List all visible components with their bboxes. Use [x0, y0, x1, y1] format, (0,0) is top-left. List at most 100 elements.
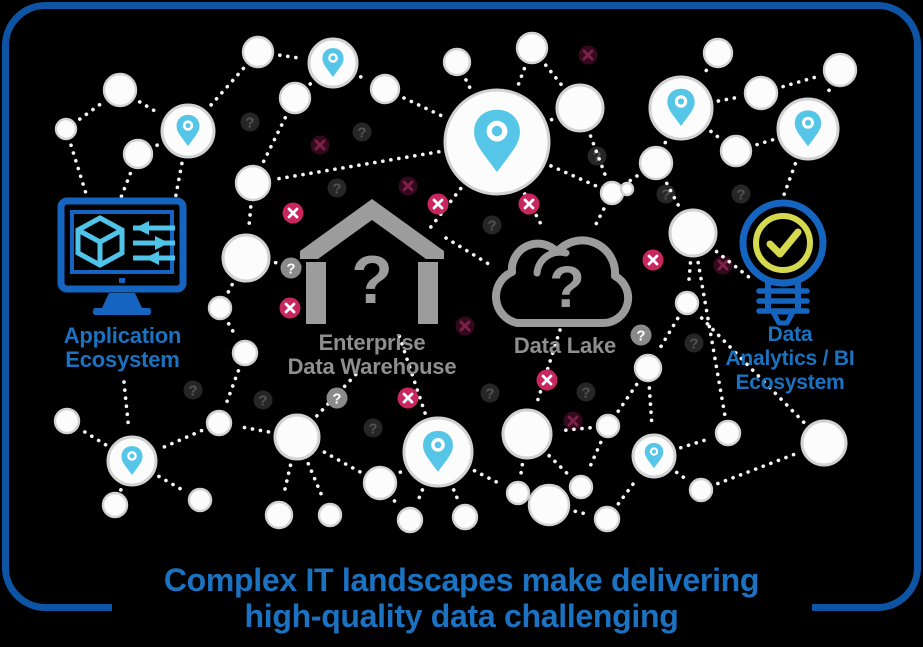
network-edge — [235, 424, 271, 434]
network-edge — [81, 429, 108, 447]
network-node — [599, 180, 625, 206]
error-badge-faded — [578, 45, 598, 65]
network-node-pin — [402, 416, 474, 488]
network-node-pin — [307, 37, 359, 89]
network-edge — [686, 261, 693, 287]
network-node-pin — [106, 435, 158, 487]
network-node — [369, 73, 401, 105]
checkmark-icon — [766, 228, 802, 258]
error-badge-faded — [398, 176, 418, 196]
svg-text:?: ? — [736, 187, 745, 204]
error-badge — [397, 387, 419, 409]
network-node — [317, 502, 343, 528]
network-edge — [696, 260, 727, 417]
network-edge — [547, 453, 570, 477]
network-edge — [549, 164, 598, 188]
bi-ecosystem-label: Data Analytics / BI Ecosystem — [725, 323, 855, 394]
network-edge — [714, 249, 752, 280]
error-badge — [279, 297, 301, 319]
network-edge — [173, 161, 184, 202]
warehouse-question-glyph: ? — [351, 242, 393, 318]
question-badge: ? — [280, 257, 302, 279]
network-node — [122, 138, 154, 170]
network-edge — [77, 101, 104, 121]
network-node — [264, 500, 294, 530]
network-edge — [226, 321, 238, 339]
network-node — [451, 503, 479, 531]
network-edge — [308, 81, 313, 86]
network-edge — [678, 436, 712, 450]
warehouse-roof-icon — [300, 199, 444, 259]
network-edge — [398, 469, 404, 474]
network-edge — [674, 470, 689, 482]
network-node — [638, 145, 674, 181]
svg-text:?: ? — [592, 149, 601, 166]
sliders-icon — [133, 221, 175, 265]
location-pin-icon — [121, 446, 143, 475]
network-node — [515, 31, 549, 65]
network-node — [668, 208, 718, 258]
svg-text:?: ? — [689, 336, 698, 353]
network-edge — [543, 63, 564, 87]
network-edge — [158, 428, 204, 451]
network-edge — [823, 88, 831, 99]
network-edge — [402, 96, 446, 119]
network-node — [719, 134, 753, 168]
network-edge — [415, 488, 425, 505]
network-edge — [647, 386, 654, 430]
network-edge — [69, 143, 90, 202]
network-edge — [281, 463, 293, 498]
network-edge — [515, 66, 527, 89]
network-edge — [320, 449, 362, 474]
network-edge — [709, 129, 721, 140]
network-node — [702, 37, 734, 69]
network-edge — [616, 476, 640, 506]
network-edge — [592, 207, 606, 230]
network-edge — [223, 369, 241, 407]
bulb-outline-icon — [739, 199, 827, 287]
network-edge — [625, 174, 639, 185]
svg-text:?: ? — [487, 218, 496, 235]
bi-lightbulb-icon — [737, 196, 829, 333]
network-edge — [588, 134, 608, 178]
svg-text:?: ? — [258, 393, 267, 410]
network-edge — [119, 485, 124, 492]
network-node — [595, 413, 621, 439]
network-node — [442, 47, 472, 77]
network-node-pin — [776, 97, 840, 161]
network-node — [234, 164, 272, 202]
question-badge-faded: ? — [240, 112, 260, 132]
network-edge — [755, 138, 775, 147]
svg-text:?: ? — [485, 386, 494, 403]
network-node — [633, 353, 663, 383]
network-edge — [697, 314, 806, 425]
location-pin-icon — [322, 48, 344, 77]
error-badge — [427, 193, 449, 215]
svg-text:?: ? — [368, 421, 377, 438]
frame-border-gap — [112, 593, 812, 622]
network-node — [241, 35, 275, 69]
error-badge-faded — [455, 316, 475, 336]
network-node-pin — [648, 75, 714, 141]
network-edge — [556, 425, 592, 433]
network-node — [362, 465, 398, 501]
network-node — [396, 506, 424, 534]
location-pin-icon — [667, 88, 695, 126]
network-edge — [226, 282, 234, 294]
question-badge-faded: ? — [482, 215, 502, 235]
error-badge-faded — [563, 411, 583, 431]
network-edge — [451, 488, 460, 502]
network-node — [221, 233, 271, 283]
error-badge-faded — [310, 135, 330, 155]
cube-icon — [75, 215, 125, 268]
svg-text:?: ? — [636, 328, 645, 345]
error-badge — [518, 193, 540, 215]
network-node — [231, 339, 259, 367]
network-edge — [122, 380, 131, 432]
network-edge — [392, 499, 400, 508]
network-node-pin — [443, 88, 551, 196]
network-edge — [779, 161, 798, 205]
error-badge — [282, 202, 304, 224]
location-pin-icon — [644, 442, 664, 469]
